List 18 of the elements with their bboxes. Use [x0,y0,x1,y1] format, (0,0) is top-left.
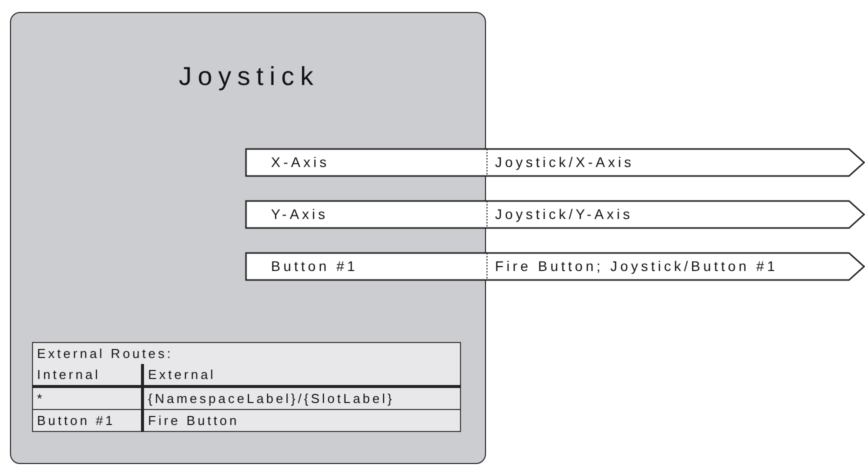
table-title: External Routes: [32,342,460,364]
port-name: X-Axis [271,154,330,170]
route-label: Joystick/Y-Axis [495,206,633,222]
output-port [245,148,865,177]
device-panel [10,12,486,464]
output-port [245,252,865,281]
output-port [245,200,865,229]
route-label: Joystick/X-Axis [495,154,634,170]
column-header: External [142,364,460,386]
device-title: Joystick [178,61,320,92]
port-name: Y-Axis [271,206,328,222]
table-cell: Fire Button [142,410,460,432]
route-label: Fire Button; Joystick/Button #1 [495,258,778,274]
table-cell: * [32,386,142,410]
column-header: Internal [32,364,142,386]
table-cell: {NamespaceLabel}/{SlotLabel} [142,386,460,410]
table-cell: Button #1 [32,410,142,432]
port-name: Button #1 [271,258,358,274]
